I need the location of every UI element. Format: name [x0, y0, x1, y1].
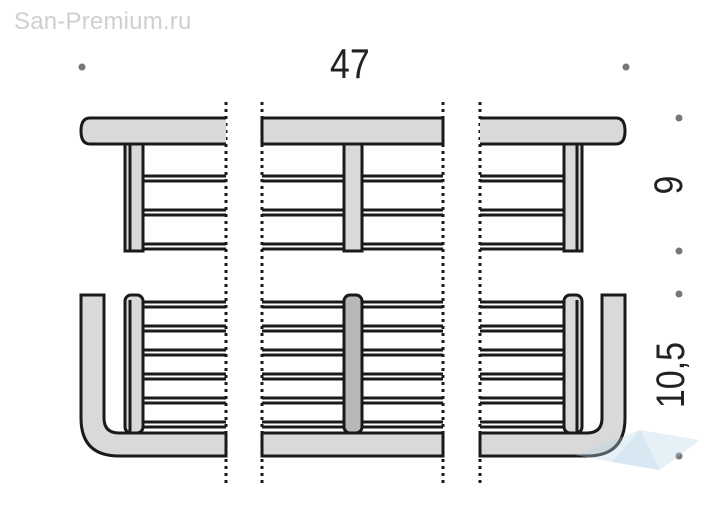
upper-post-middle [342, 142, 364, 253]
watermark-text: San-Premium.ru [14, 8, 192, 35]
lower-bars-right [480, 300, 565, 429]
upper-shelf-view [79, 116, 627, 253]
lower-frame-left [79, 293, 228, 458]
height-dim-dot-3 [675, 290, 683, 298]
upper-top-rail-left [79, 116, 226, 146]
height-dim-dot-4 [675, 452, 683, 460]
height-dim-dot-2 [675, 247, 683, 255]
upper-bars-left [142, 174, 226, 251]
upper-top-rail-right [480, 116, 627, 146]
lower-frame-middle [260, 431, 445, 458]
lower-frame-right [478, 293, 627, 458]
cut-lines [224, 102, 482, 486]
upper-top-rail-middle [260, 116, 445, 146]
height-dim-dot-1 [675, 114, 683, 122]
upper-post-left [123, 142, 145, 253]
width-dimension-label: 47 [330, 40, 370, 87]
width-dim-dot-right [622, 63, 630, 71]
width-dim-dot-left [78, 63, 86, 71]
upper-post-right [562, 142, 584, 253]
upper-bars-right [480, 174, 565, 251]
lower-post-right [562, 293, 584, 435]
lower-shelf-view [79, 293, 627, 458]
lower-post-middle [342, 293, 364, 435]
lower-post-left [123, 293, 145, 435]
lower-bars-left [142, 300, 226, 429]
brand-logo-watermark [575, 430, 700, 470]
